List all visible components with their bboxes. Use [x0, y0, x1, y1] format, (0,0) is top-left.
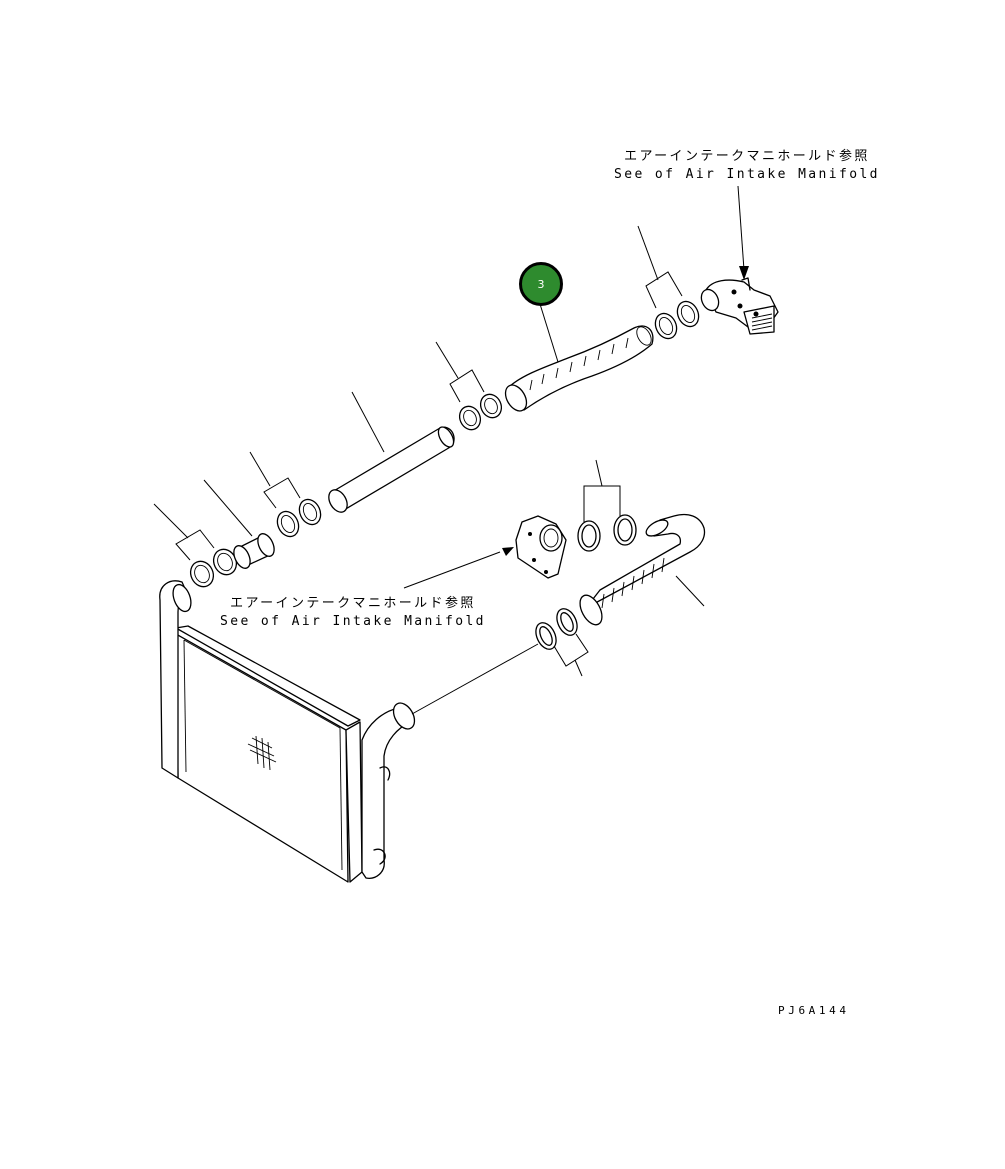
intercooler: [159, 580, 416, 883]
return-hose-clamps: [535, 459, 637, 677]
clamps-group-3: [435, 341, 503, 431]
reference-note-upper-en: See of Air Intake Manifold: [614, 167, 880, 182]
clamps-group-1: [153, 503, 238, 588]
elbow-fitting-upper: [700, 185, 779, 335]
reference-note-lower: エアーインテークマニホールド参照 See of Air Intake Manif…: [220, 595, 486, 631]
reference-note-upper-jp: エアーインテークマニホールド参照: [624, 149, 870, 164]
grid-mark: [247, 735, 277, 771]
clamps-group-2: [249, 451, 322, 538]
item-callout-label: 3: [537, 277, 545, 291]
sleeve: [203, 479, 275, 569]
item-callout-3[interactable]: 3: [519, 262, 563, 306]
reference-note-upper: エアーインテークマニホールド参照 See of Air Intake Manif…: [614, 148, 880, 184]
curved-hose: [504, 303, 654, 412]
clamps-group-4: [637, 225, 700, 340]
straight-tube: [328, 391, 455, 513]
elbow-fitting-lower: [403, 515, 567, 589]
return-hose: [579, 513, 706, 626]
drawing-number: PJ6A144: [778, 1004, 850, 1017]
reference-note-lower-jp: エアーインテークマニホールド参照: [230, 596, 476, 611]
reference-note-lower-en: See of Air Intake Manifold: [220, 614, 486, 629]
